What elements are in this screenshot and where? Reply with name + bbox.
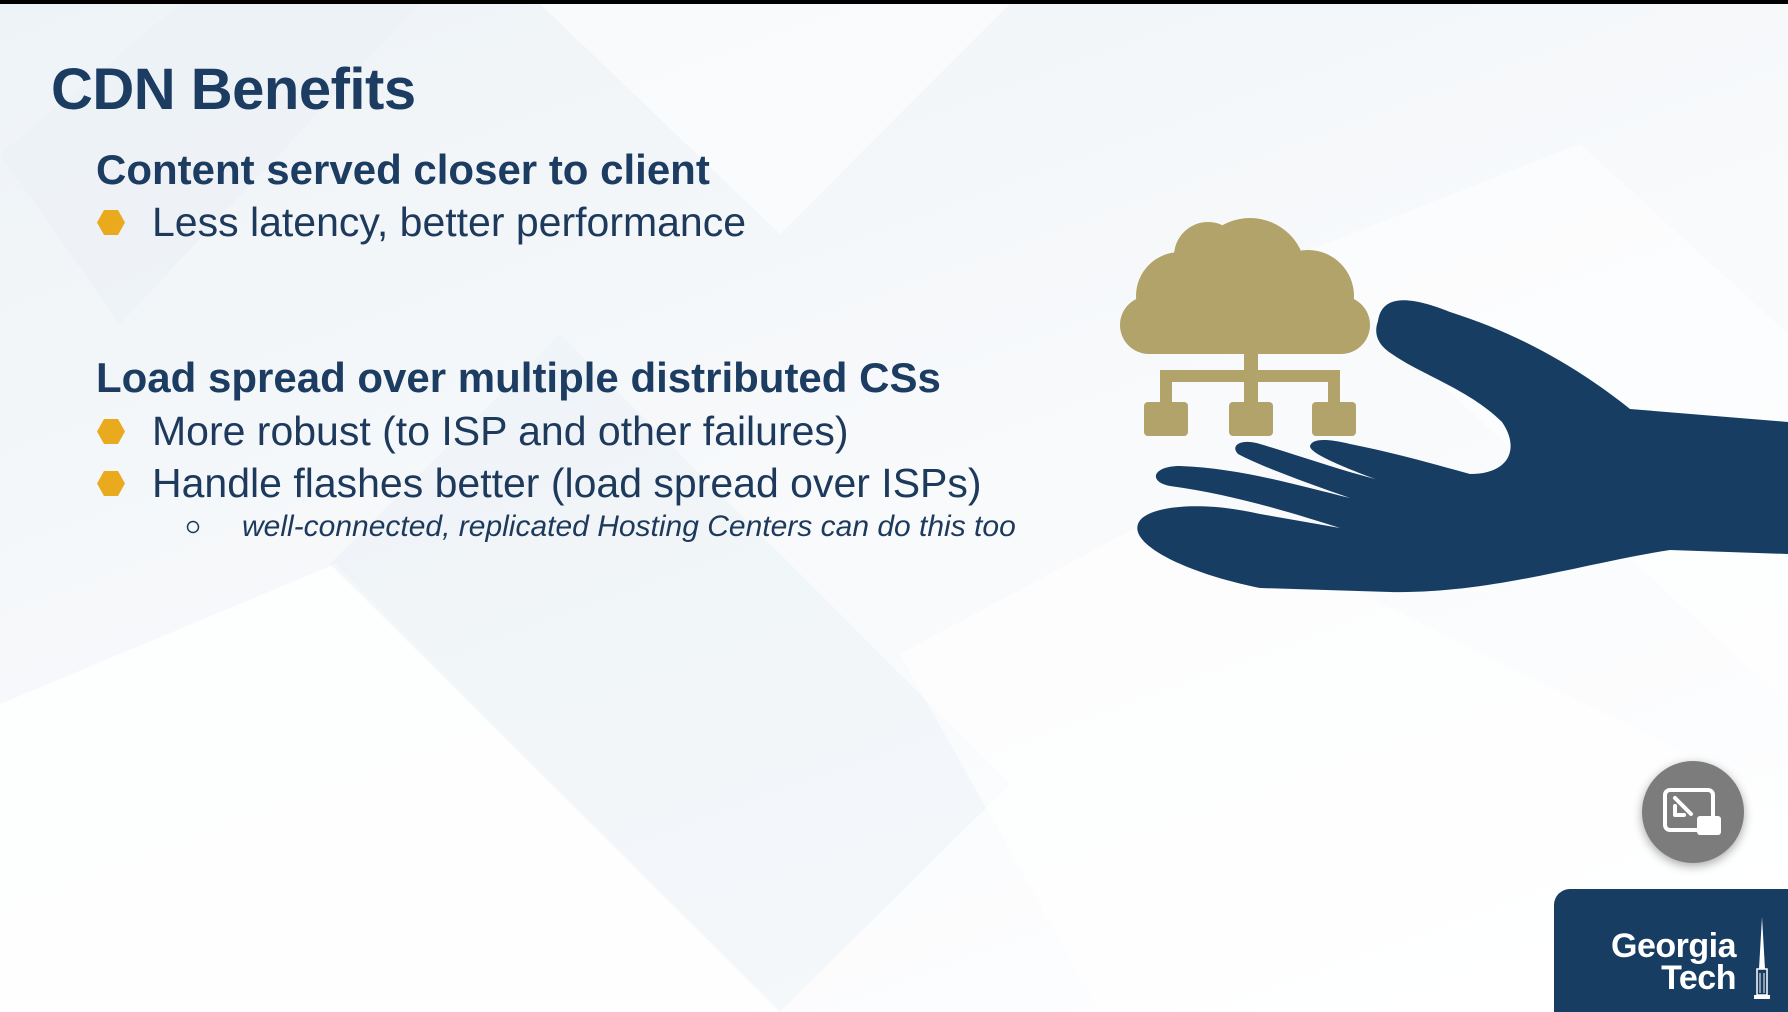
tech-tower-icon [1754, 917, 1770, 999]
slide: CDN Benefits Content served closer to cl… [0, 4, 1788, 1012]
bullet-item: More robust (to ISP and other failures) [96, 405, 849, 457]
hand-holding-cloud-network-icon [1120, 218, 1788, 593]
slide-title: CDN Benefits [51, 57, 416, 122]
georgia-tech-logo: Georgia Tech [1554, 889, 1788, 1012]
bullet-text: More robust (to ISP and other failures) [152, 407, 849, 454]
sub-bullet-item: well-connected, replicated Hosting Cente… [186, 509, 1016, 545]
hexagon-bullet-icon [97, 470, 125, 496]
section-heading-load-spread: Load spread over multiple distributed CS… [96, 354, 941, 401]
sub-bullet-text: well-connected, replicated Hosting Cente… [242, 510, 1016, 543]
logo-line-2: Tech [1661, 959, 1736, 997]
exit-picture-in-picture-button[interactable] [1642, 761, 1744, 863]
bullet-item: Handle flashes better (load spread over … [96, 457, 982, 509]
background-pattern [0, 4, 1788, 1012]
exit-picture-in-picture-icon [1663, 788, 1721, 835]
bullet-text: Handle flashes better (load spread over … [152, 459, 982, 506]
hexagon-bullet-icon [97, 418, 125, 444]
logo-line-1: Georgia [1611, 927, 1736, 965]
bullet-item: Less latency, better performance [96, 196, 746, 248]
section-heading-content-closer: Content served closer to client [96, 146, 710, 193]
bullet-text: Less latency, better performance [152, 198, 747, 245]
hollow-circle-icon [186, 520, 200, 534]
hexagon-bullet-icon [97, 209, 125, 235]
